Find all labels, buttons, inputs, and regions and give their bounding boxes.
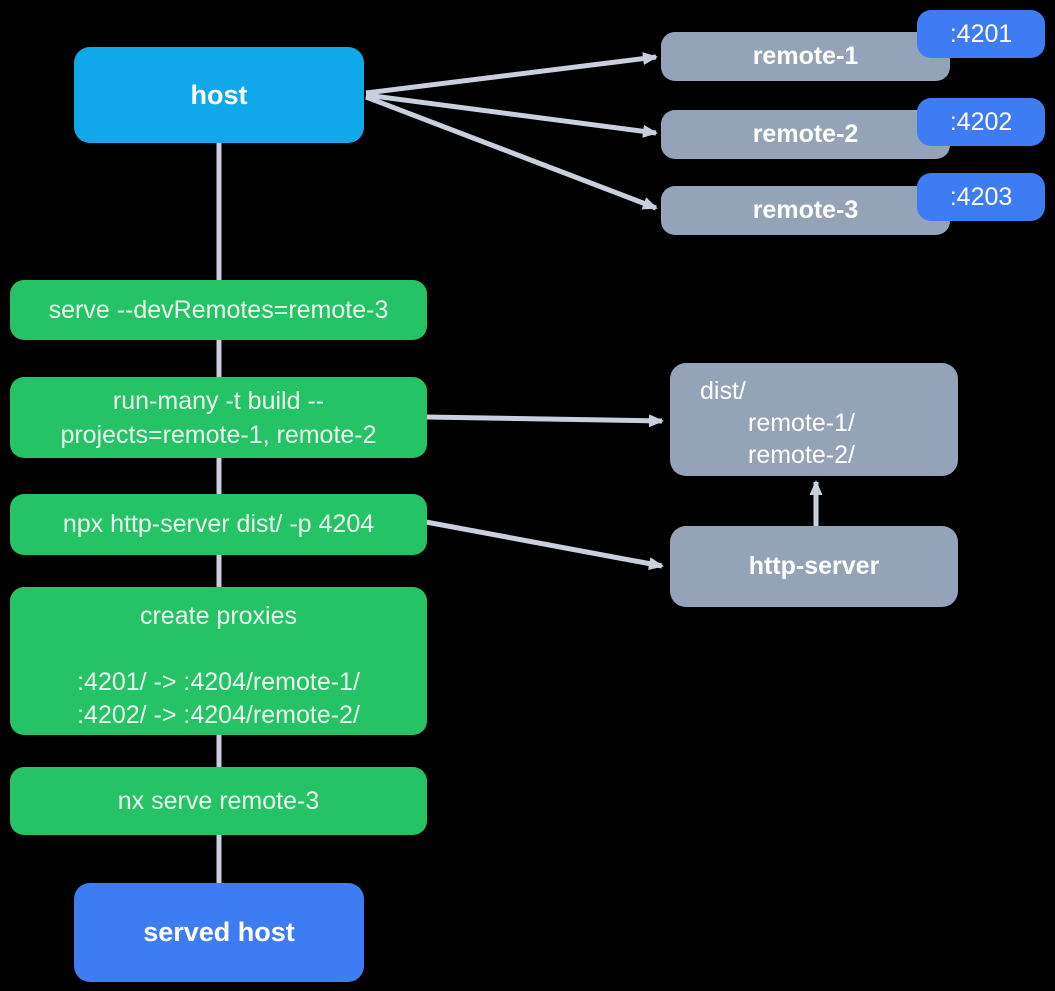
port-4201-label: :4201 xyxy=(949,19,1013,48)
host-label: host xyxy=(190,79,248,110)
remote-1-label: remote-1 xyxy=(752,42,859,70)
served-host-label: served host xyxy=(143,917,295,947)
dist-root-label: dist/ xyxy=(700,377,746,405)
proxy-mapping-1: :4201/ -> :4204/remote-1/ xyxy=(77,668,360,696)
step-serve-devremotes: serve --devRemotes=remote-3 xyxy=(10,280,427,340)
edge-host-to-remote-1 xyxy=(365,52,658,96)
port-4202-label: :4202 xyxy=(949,107,1013,136)
node-served-host: served host xyxy=(74,883,364,982)
port-badge-4202: :4202 xyxy=(917,98,1045,146)
edge-host-to-remote-2 xyxy=(365,92,658,138)
dist-remote-1-label: remote-1/ xyxy=(748,409,855,437)
port-badge-4201: :4201 xyxy=(917,10,1045,58)
edge-host-to-remote-3 xyxy=(365,94,658,211)
port-badge-4203: :4203 xyxy=(917,173,1045,221)
step-run-many-build: run-many -t build -- projects=remote-1, … xyxy=(10,377,427,458)
node-remote-2: remote-2 xyxy=(661,110,950,159)
step-npx-http-server: npx http-server dist/ -p 4204 xyxy=(10,494,427,555)
step-nx-serve-remote-3: nx serve remote-3 xyxy=(10,767,427,835)
step-create-proxies: create proxies :4201/ -> :4204/remote-1/… xyxy=(10,587,427,735)
serve-devremotes-label: serve --devRemotes=remote-3 xyxy=(48,295,389,324)
port-4203-label: :4203 xyxy=(949,182,1013,211)
node-host: host xyxy=(74,47,364,143)
dist-remote-2-label: remote-2/ xyxy=(748,441,855,469)
create-proxies-title: create proxies xyxy=(139,602,298,630)
node-http-server: http-server xyxy=(670,526,958,607)
npx-http-server-label: npx http-server dist/ -p 4204 xyxy=(62,510,375,538)
run-many-line-2: projects=remote-1, remote-2 xyxy=(60,420,377,449)
edge-runmany-to-dist xyxy=(425,414,664,428)
run-many-line-1: run-many -t build -- xyxy=(112,386,325,415)
proxy-mapping-2: :4202/ -> :4204/remote-2/ xyxy=(77,701,360,729)
node-remote-3: remote-3 xyxy=(661,186,950,235)
edge-npx-to-httpserver xyxy=(425,519,664,571)
nx-serve-remote-3-label: nx serve remote-3 xyxy=(117,786,320,815)
http-server-label: http-server xyxy=(748,552,880,580)
node-remote-1: remote-1 xyxy=(661,32,950,81)
remote-3-label: remote-3 xyxy=(752,196,859,224)
node-dist-folder: dist/ remote-1/ remote-2/ xyxy=(670,363,958,476)
remote-2-label: remote-2 xyxy=(752,120,859,148)
